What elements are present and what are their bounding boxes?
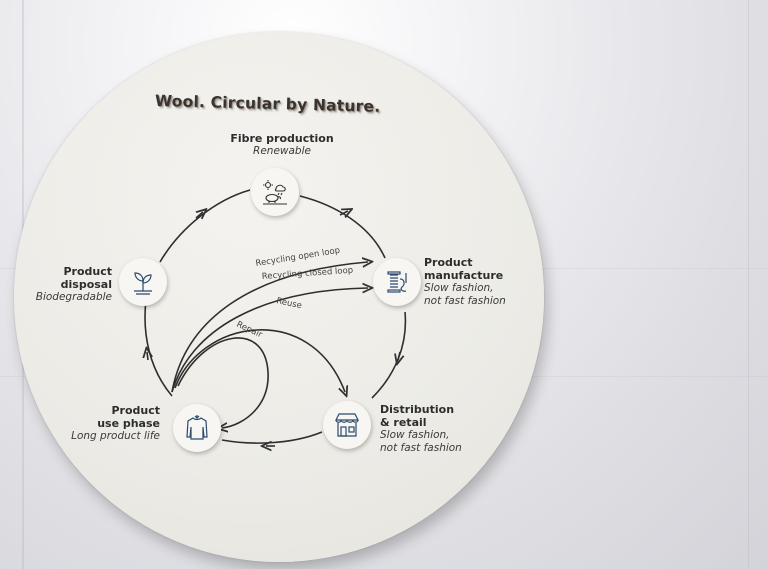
- use-sub: Long product life: [71, 430, 160, 442]
- disposal-label: Product disposal Biodegradable: [4, 265, 112, 304]
- arrow-marker: [398, 351, 400, 360]
- fibre-sub: Renewable: [253, 145, 311, 157]
- manufacture-sub-2: not fast fashion: [424, 295, 506, 307]
- sweater-icon: [186, 415, 208, 440]
- spool-thread-icon: [387, 271, 407, 293]
- loop-closed-label: Recycling closed loop: [262, 266, 354, 282]
- arrow-use-to-disposal: [144, 299, 173, 397]
- disposal-heading-2: disposal: [60, 278, 112, 291]
- sheep-weather-icon: [263, 180, 287, 205]
- distribution-sub-2: not fast fashion: [380, 442, 462, 454]
- use-label: Product use phase Long product life: [50, 404, 160, 443]
- arrow-manufacture-to-distribution: [371, 311, 407, 399]
- distribution-sub-1: Slow fashion,: [380, 429, 450, 441]
- loop-reuse-label: Reuse: [275, 296, 302, 311]
- seedling-icon: [134, 272, 152, 295]
- distribution-heading-1: Distribution: [380, 403, 455, 416]
- disposal-heading-1: Product: [63, 265, 112, 278]
- circular-display-board: [14, 32, 544, 562]
- manufacture-node: [373, 258, 421, 306]
- storefront-icon: [335, 413, 359, 437]
- loop-open: [171, 262, 368, 393]
- loop-closed: [171, 288, 368, 393]
- fibre-node: [251, 168, 299, 216]
- arrow-marker: [195, 212, 203, 218]
- arrow-marker: [339, 211, 348, 215]
- manufacture-heading-1: Product: [424, 256, 473, 269]
- use-node: [173, 404, 221, 452]
- arrow-fibre-to-manufacture: [299, 195, 386, 259]
- arrow-marker: [147, 352, 148, 361]
- use-heading-2: use phase: [97, 417, 160, 430]
- disposal-node: [119, 258, 167, 306]
- use-heading-1: Product: [111, 404, 160, 417]
- distribution-label: Distribution & retail Slow fashion, not …: [380, 403, 490, 455]
- distribution-node: [323, 401, 371, 449]
- manufacture-sub-1: Slow fashion,: [424, 282, 494, 294]
- disposal-sub: Biodegradable: [35, 291, 112, 303]
- wall-seam: [748, 0, 749, 569]
- loop-open-label: Recycling open loop: [255, 246, 341, 269]
- manufacture-heading-2: manufacture: [424, 269, 504, 282]
- arrow-distribution-to-use: [221, 431, 323, 444]
- fibre-label: Fibre production Renewable: [212, 132, 352, 158]
- loop-repair: [177, 337, 269, 428]
- fibre-heading: Fibre production: [230, 132, 334, 145]
- arrow-disposal-to-fibre: [159, 189, 251, 263]
- manufacture-label: Product manufacture Slow fashion, not fa…: [424, 256, 534, 308]
- distribution-heading-2: & retail: [380, 416, 427, 429]
- loop-reuse: [174, 329, 345, 392]
